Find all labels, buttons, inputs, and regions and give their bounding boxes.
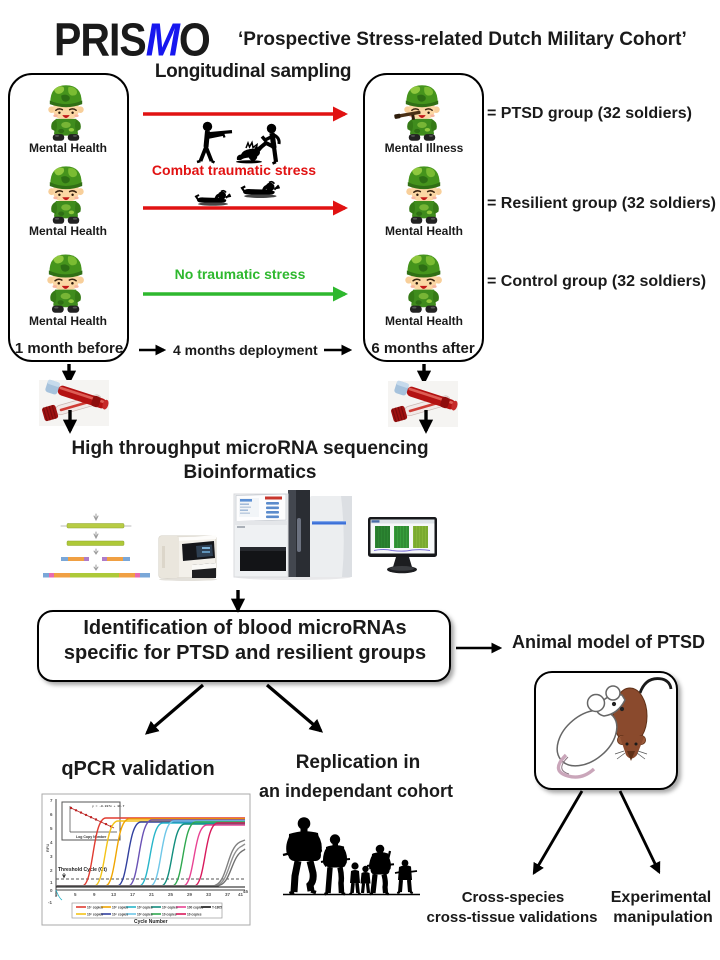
svg-text:29: 29 [187, 892, 193, 897]
svg-text:T-1805: T-1805 [212, 906, 222, 910]
svg-text:10⁴ copies: 10⁴ copies [112, 913, 128, 917]
svg-text:37: 37 [225, 892, 231, 897]
svg-text:41: 41 [238, 892, 244, 897]
svg-text:Threshold Cycle (Ct): Threshold Cycle (Ct) [58, 867, 107, 873]
svg-text:y = -0.337x + 38.7: y = -0.337x + 38.7 [92, 805, 125, 808]
svg-text:33: 33 [206, 892, 212, 897]
svg-text:1: 1 [50, 880, 53, 885]
svg-text:4: 4 [50, 840, 53, 845]
svg-text:RFU: RFU [45, 844, 50, 852]
svg-text:5: 5 [50, 826, 53, 831]
svg-text:10 copies: 10 copies [162, 913, 177, 917]
svg-text:Cycle Number: Cycle Number [134, 919, 168, 925]
svg-text:10² copies: 10² copies [137, 913, 153, 917]
svg-text:6: 6 [50, 812, 53, 817]
svg-text:0: 0 [50, 888, 53, 893]
svg-text:2: 2 [50, 868, 53, 873]
svg-text:10⁵ copies: 10⁵ copies [112, 906, 128, 910]
svg-text:21: 21 [149, 892, 155, 897]
svg-text:10⁷ copies: 10⁷ copies [87, 906, 103, 910]
svg-text:25: 25 [168, 892, 174, 897]
svg-text:-1: -1 [48, 900, 52, 905]
svg-text:10¹ copies: 10¹ copies [162, 906, 178, 910]
svg-text:Log Copy Number: Log Copy Number [76, 835, 107, 839]
svg-text:3: 3 [50, 854, 53, 859]
svg-text:1: 1 [55, 892, 58, 897]
svg-text:13: 13 [111, 892, 117, 897]
svg-text:10³ copies: 10³ copies [137, 906, 153, 910]
svg-text:7: 7 [50, 798, 53, 803]
svg-text:10 copies: 10 copies [187, 913, 202, 917]
svg-text:45: 45 [243, 889, 249, 894]
svg-text:100 copies: 100 copies [187, 906, 204, 910]
svg-text:5: 5 [74, 892, 77, 897]
svg-text:9: 9 [93, 892, 96, 897]
svg-text:10⁶ copies: 10⁶ copies [87, 913, 103, 917]
svg-text:17: 17 [130, 892, 136, 897]
